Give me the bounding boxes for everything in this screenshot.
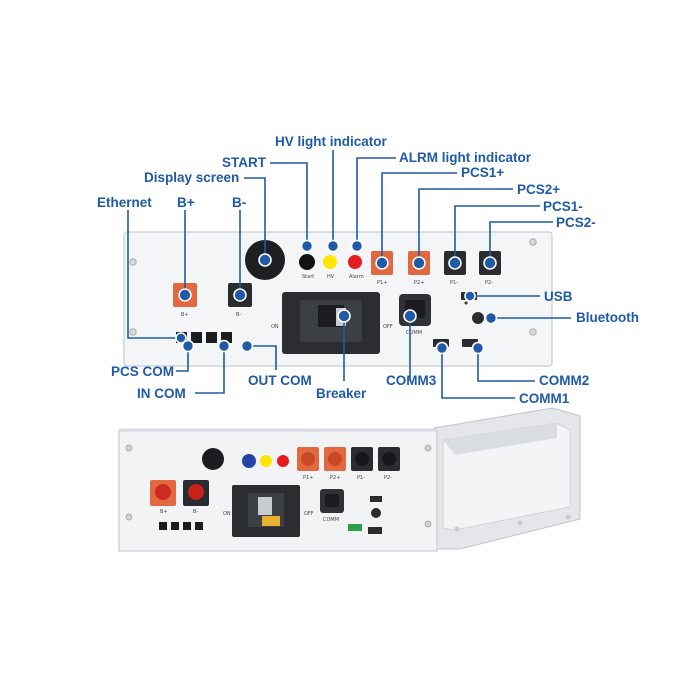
label-ethernet: Ethernet: [97, 195, 152, 210]
callout-dot: [350, 239, 364, 253]
label-comm3: COMM3: [386, 373, 437, 388]
in-com-port[interactable]: [206, 332, 217, 343]
svg-text:P1+: P1+: [377, 280, 387, 286]
callout-dot: [233, 288, 247, 302]
display-screen: [202, 448, 224, 470]
svg-text:B+: B+: [181, 312, 189, 318]
label-usb: USB: [544, 289, 573, 304]
callout-dot: [403, 309, 417, 323]
callout-dot: [412, 256, 426, 270]
callout-dot: [435, 341, 449, 355]
callout-dot: [464, 290, 476, 302]
svg-text:P2+: P2+: [414, 280, 424, 286]
hv-indicator-led: [260, 455, 272, 467]
callout-dot: [484, 311, 498, 325]
callout-dot: [448, 256, 462, 270]
callout-dot: [175, 332, 187, 344]
label-display-screen: Display screen: [144, 170, 239, 185]
screw-icon: [129, 328, 137, 336]
label-hv-light-indicator: HV light indicator: [275, 134, 387, 149]
alarm-indicator-led: [277, 455, 289, 467]
screw-icon: [529, 328, 537, 336]
label-pcs1-minus: PCS1-: [543, 199, 583, 214]
label-breaker: Breaker: [316, 386, 367, 401]
bluetooth-module: [472, 312, 484, 324]
svg-text:OFF: OFF: [304, 511, 314, 517]
screw-icon: [129, 258, 137, 266]
svg-text:COMM: COMM: [406, 330, 422, 336]
svg-text:P2+: P2+: [330, 475, 340, 481]
callout-dot: [326, 239, 340, 253]
svg-text:B-: B-: [236, 312, 241, 318]
svg-text:ON: ON: [223, 511, 231, 517]
pcs-com-port[interactable]: [191, 332, 202, 343]
screw-icon: [529, 238, 537, 246]
svg-text:Start: Start: [302, 274, 314, 280]
callout-dot: [375, 256, 389, 270]
label-out-com: OUT COM: [248, 373, 312, 388]
callout-dot: [337, 309, 351, 323]
out-com-port[interactable]: [221, 332, 232, 343]
svg-text:B+: B+: [160, 509, 168, 515]
svg-text:P2-: P2-: [485, 280, 493, 286]
label-alrm-light-indicator: ALRM light indicator: [399, 150, 532, 165]
label-bluetooth: Bluetooth: [576, 310, 639, 325]
label-b-minus: B-: [232, 195, 246, 210]
start-button[interactable]: [299, 254, 315, 270]
callout-labels: HV light indicator START ALRM light indi…: [97, 134, 639, 406]
svg-text:Alarm: Alarm: [349, 274, 364, 280]
label-pcs2-plus: PCS2+: [517, 182, 560, 197]
callout-dot: [300, 239, 314, 253]
label-comm2: COMM2: [539, 373, 589, 388]
svg-text:B-: B-: [193, 509, 198, 515]
hv-indicator-led: [323, 255, 337, 269]
label-in-com: IN COM: [137, 386, 186, 401]
callout-dot: [240, 339, 254, 353]
unit-perspective-view: B+ B- P1+ P2+ P1- P2- ON OFF COMM: [118, 407, 581, 552]
svg-text:ON: ON: [271, 324, 279, 330]
breaker[interactable]: ON OFF: [271, 292, 393, 354]
svg-text:COMM: COMM: [323, 517, 339, 523]
label-comm1: COMM1: [519, 391, 570, 406]
svg-text:HV: HV: [327, 274, 335, 280]
svg-text:P1+: P1+: [303, 475, 313, 481]
alarm-indicator-led: [348, 255, 362, 269]
label-start: START: [222, 155, 267, 170]
svg-text:P1-: P1-: [450, 280, 458, 286]
svg-text:P2-: P2-: [384, 475, 392, 481]
svg-text:OFF: OFF: [383, 324, 393, 330]
callout-leaders: [127, 150, 571, 399]
label-pcs2-minus: PCS2-: [556, 215, 596, 230]
callout-dot: [471, 341, 485, 355]
callout-dot: [217, 339, 231, 353]
start-button[interactable]: [242, 454, 256, 468]
svg-text:P1-: P1-: [357, 475, 365, 481]
label-pcs-com: PCS COM: [111, 364, 174, 379]
front-panel: B+ B- Start HV Alarm P1+ P2+: [123, 231, 553, 367]
callout-dot: [181, 339, 195, 353]
callout-dot: [178, 288, 192, 302]
label-b-plus: B+: [177, 195, 195, 210]
label-pcs1-plus: PCS1+: [461, 165, 504, 180]
callout-dot: [483, 256, 497, 270]
callout-dot: [258, 253, 272, 267]
